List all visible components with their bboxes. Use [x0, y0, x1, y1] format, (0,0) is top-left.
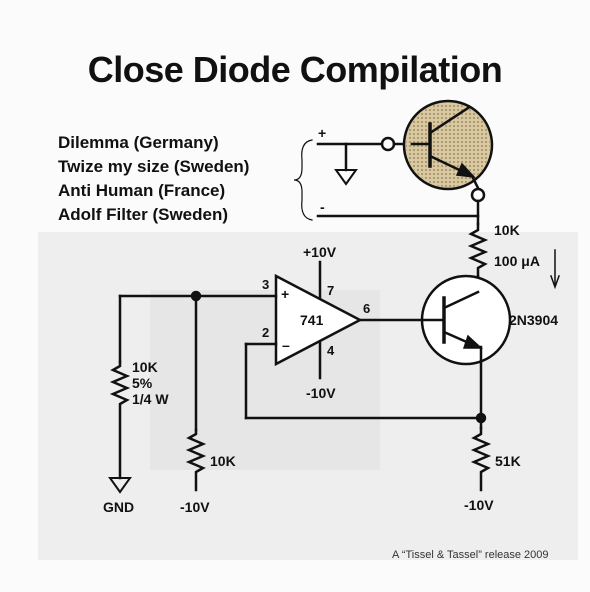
release-credit: A “Tissel & Tassel” release 2009	[392, 549, 549, 561]
opamp-minus-sign: –	[282, 337, 290, 353]
ground-symbol	[108, 477, 132, 494]
opamp-name: 741	[300, 312, 324, 328]
opamp-pin2: 2	[262, 325, 270, 340]
band-3: Anti Human (France)	[58, 181, 226, 200]
opamp-vminus-label: -10V	[306, 385, 336, 401]
gnd-label: GND	[103, 499, 135, 515]
band-2: Twize my size (Sweden)	[58, 157, 250, 176]
resistor-left-value: 10K	[132, 359, 158, 375]
transistor-label: 2N3904	[509, 312, 559, 328]
resistor-mid-label: 10K	[210, 453, 236, 469]
resistor-mid	[185, 428, 207, 492]
neg-rail-mid-label: -10V	[180, 499, 210, 515]
ground-symbol-top	[334, 169, 358, 186]
opamp-pin4: 4	[327, 343, 335, 358]
opamp-pin7: 7	[327, 283, 335, 298]
opamp-pin6: 6	[363, 301, 371, 316]
current-label: 100 μA	[494, 253, 540, 269]
emitter-terminal	[470, 187, 486, 203]
brace	[293, 139, 313, 221]
opamp-plus-sign: +	[281, 286, 290, 302]
opamp-vplus-label: +10V	[303, 244, 337, 260]
resistor-top-label: 10K	[494, 222, 520, 238]
resistor-left-tolerance: 5%	[132, 375, 153, 391]
input-minus-label: -	[320, 199, 325, 215]
band-4: Adolf Filter (Sweden)	[58, 205, 228, 224]
opamp-pin3: 3	[262, 277, 270, 292]
input-plus-label: +	[318, 125, 327, 141]
opamp-741	[274, 273, 363, 367]
resistor-top	[467, 222, 489, 278]
resistor-51k	[470, 426, 492, 492]
input-terminal	[380, 136, 396, 152]
band-1: Dilemma (Germany)	[58, 133, 219, 152]
resistor-left	[109, 360, 131, 480]
page-title: Close Diode Compilation	[87, 49, 503, 90]
resistor-51k-label: 51K	[495, 453, 521, 469]
neg-rail-right-label: -10V	[464, 497, 494, 513]
resistor-left-power: 1/4 W	[132, 391, 169, 407]
top-transistor-collector	[428, 106, 470, 135]
